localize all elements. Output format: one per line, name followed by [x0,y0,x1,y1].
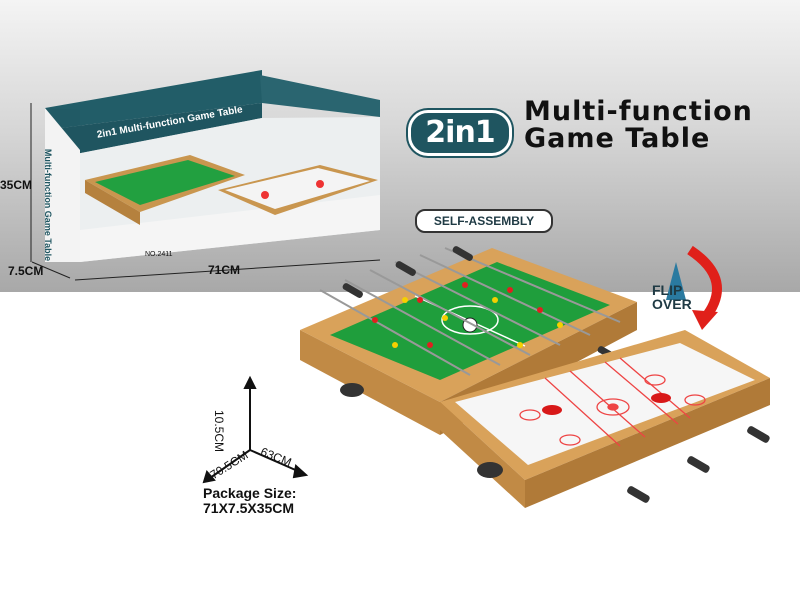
box-width-label: 71CM [208,263,241,277]
product-box [45,70,380,262]
package-size-value: 71X7.5X35CM [203,500,295,516]
box-model-number: NO.2411 [145,251,173,258]
air-hockey-pusher [542,405,562,415]
self-assembly-badge: SELF-ASSEMBLY [415,209,553,233]
flip-over-label: FLIP OVER [652,283,692,311]
box-height-label: 35CM [0,178,33,192]
over-text: OVER [652,296,692,312]
air-hockey-pusher [651,393,671,403]
up-arrow-icon [666,262,686,300]
product-height-label: 10.5CM [212,410,226,453]
product-title: Multi-function Game Table [524,98,753,152]
dimension-axes [202,375,309,484]
flip-text: FLIP [652,282,683,298]
flip-arrow-icon [687,245,722,322]
box-side-text: Multi-function Game Table [43,148,54,262]
package-size: Package Size: 71X7.5X35CM [203,486,296,516]
foosball-handle-slot [340,383,364,397]
box-depth-label: 7.5CM [8,264,44,278]
box-width-line [74,259,381,281]
air-hockey-table [440,330,770,508]
package-size-label: Package Size: [203,485,297,501]
title-line-2: Game Table [524,123,711,154]
2in1-badge: 2in1 [408,110,512,156]
hockey-surface [455,343,755,465]
title-line-1: Multi-function [524,96,753,127]
